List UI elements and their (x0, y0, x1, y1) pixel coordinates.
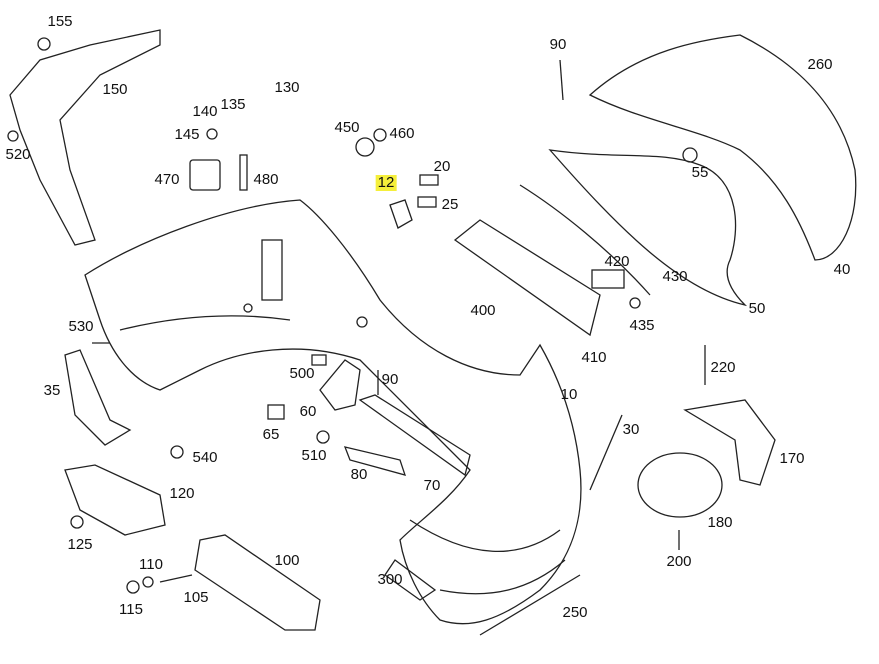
bracket-170 (683, 399, 776, 486)
strip-250 (479, 574, 581, 636)
part-label[interactable]: 80 (350, 466, 368, 483)
clip-500 (311, 354, 327, 366)
part-label[interactable]: 420 (604, 253, 630, 270)
bracket-60 (319, 359, 361, 411)
part-label[interactable]: 20 (433, 158, 451, 175)
part-450 (355, 137, 375, 157)
part-label[interactable]: 65 (262, 426, 280, 443)
bolt-105 (159, 574, 193, 583)
part-label[interactable]: 400 (470, 302, 496, 319)
part-center (261, 239, 283, 301)
part-420 (591, 269, 625, 289)
clip-540 (170, 445, 184, 459)
part-label[interactable]: 50 (748, 300, 766, 317)
washer-115 (126, 580, 140, 594)
washer-110 (142, 576, 154, 588)
cover-470 (189, 159, 221, 191)
part-label[interactable]: 10 (560, 386, 578, 403)
screw-520 (7, 130, 19, 142)
part-label[interactable]: 100 (274, 552, 300, 569)
grille-400 (453, 219, 601, 337)
part-label[interactable]: 250 (562, 604, 588, 621)
part-label[interactable]: 480 (253, 171, 279, 188)
part-label[interactable]: 200 (666, 553, 692, 570)
part-label[interactable]: 70 (423, 477, 441, 494)
part-label[interactable]: 520 (5, 146, 31, 163)
washer-145 (206, 128, 218, 140)
clip-155 (37, 37, 51, 51)
diffuser-260 (588, 34, 857, 261)
part-label-highlighted[interactable]: 12 (375, 174, 397, 191)
part-300 (384, 559, 437, 601)
part-label[interactable]: 120 (169, 485, 195, 502)
part-label[interactable]: 90 (549, 36, 567, 53)
bracket-120 (64, 464, 166, 536)
part-label[interactable]: 110 (139, 556, 163, 573)
part-label[interactable]: 450 (334, 119, 360, 136)
diffuser-50 (548, 149, 748, 307)
part-label[interactable]: 530 (68, 318, 94, 335)
part-65 (267, 404, 285, 420)
part-label[interactable]: 435 (629, 317, 655, 334)
part-label[interactable]: 460 (389, 125, 415, 142)
part-label[interactable]: 260 (807, 56, 833, 73)
part-label[interactable]: 115 (119, 601, 143, 618)
part-label[interactable]: 25 (441, 196, 459, 213)
part-25 (417, 196, 437, 208)
part-label[interactable]: 130 (274, 79, 300, 96)
bumper-cover (84, 199, 582, 625)
strip-480 (239, 154, 248, 191)
part-12 (389, 199, 413, 229)
part-label[interactable]: 125 (67, 536, 93, 553)
part-label[interactable]: 170 (779, 450, 805, 467)
part-label[interactable]: 155 (47, 13, 73, 30)
bolt-90 (559, 59, 564, 101)
bar-70 (358, 394, 471, 477)
clip-435 (629, 297, 641, 309)
bar-80 (343, 446, 407, 476)
part-label[interactable]: 145 (174, 126, 200, 143)
clip-55 (682, 147, 698, 163)
part-label[interactable]: 410 (581, 349, 607, 366)
part-label[interactable]: 430 (662, 268, 688, 285)
washer-125 (70, 515, 84, 529)
part-460 (373, 128, 387, 142)
part-label[interactable]: 300 (377, 571, 403, 588)
part-label[interactable]: 40 (833, 261, 851, 278)
clip-510 (316, 430, 330, 444)
part-20 (419, 174, 439, 186)
part-label[interactable]: 60 (299, 403, 317, 420)
bracket-100 (194, 534, 321, 631)
part-label[interactable]: 470 (154, 171, 180, 188)
part-label[interactable]: 90 (381, 371, 399, 388)
part-label[interactable]: 180 (707, 514, 733, 531)
housing-180 (637, 452, 723, 518)
part-label[interactable]: 35 (43, 382, 61, 399)
strip-30 (589, 414, 623, 491)
bracket-150 (9, 29, 161, 246)
part-label[interactable]: 510 (301, 447, 327, 464)
part-label[interactable]: 500 (289, 365, 315, 382)
part-label[interactable]: 150 (102, 81, 128, 98)
part-label[interactable]: 30 (622, 421, 640, 438)
part-label[interactable]: 140 (192, 103, 218, 120)
part-label[interactable]: 135 (220, 96, 246, 113)
part-label[interactable]: 55 (691, 164, 709, 181)
part-label[interactable]: 540 (192, 449, 218, 466)
panel-35 (64, 349, 132, 446)
part-label[interactable]: 105 (183, 589, 209, 606)
part-label[interactable]: 220 (710, 359, 736, 376)
